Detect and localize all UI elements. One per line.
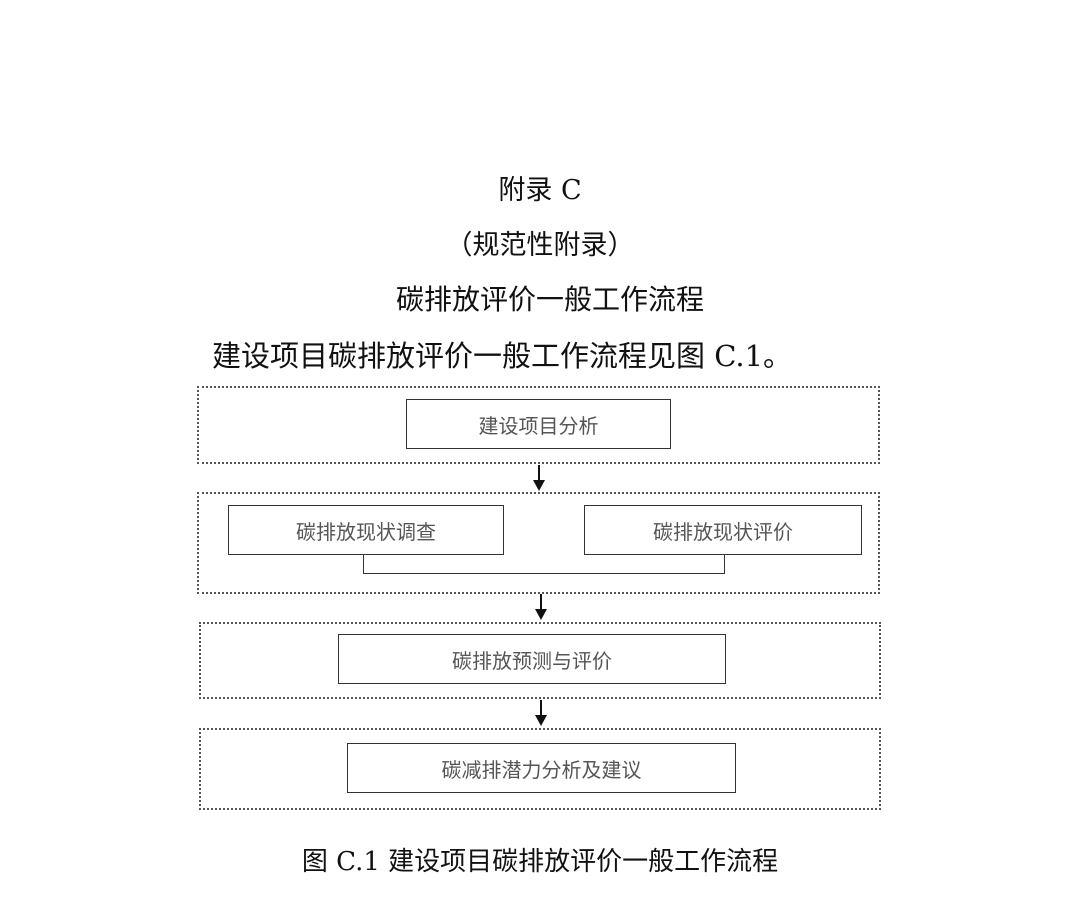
stage-2-connector (363, 554, 725, 574)
figure-caption: 图 C.1 建设项目碳排放评价一般工作流程 (301, 847, 779, 877)
stage-3-frame (199, 622, 881, 699)
appendix-label: 附录 C (498, 175, 582, 206)
arrow-3-4 (535, 700, 547, 726)
flow-box-status-survey: 碳排放现状调查 (228, 505, 504, 555)
appendix-type: （规范性附录） (445, 230, 635, 261)
flow-box-status-evaluation: 碳排放现状评价 (584, 505, 862, 555)
arrow-2-3 (535, 594, 547, 620)
stage-4-frame (199, 728, 881, 810)
stage-1-frame (197, 386, 880, 464)
arrow-1-2 (533, 465, 545, 491)
flow-box-reduction-potential: 碳减排潜力分析及建议 (347, 743, 736, 793)
section-title: 碳排放评价一般工作流程 (395, 283, 704, 316)
flow-box-prediction-evaluation: 碳排放预测与评价 (338, 634, 726, 684)
stage-2-frame (197, 492, 880, 594)
intro-text: 建设项目碳排放评价一般工作流程见图 C.1。 (212, 339, 793, 373)
flow-box-project-analysis: 建设项目分析 (406, 399, 671, 449)
